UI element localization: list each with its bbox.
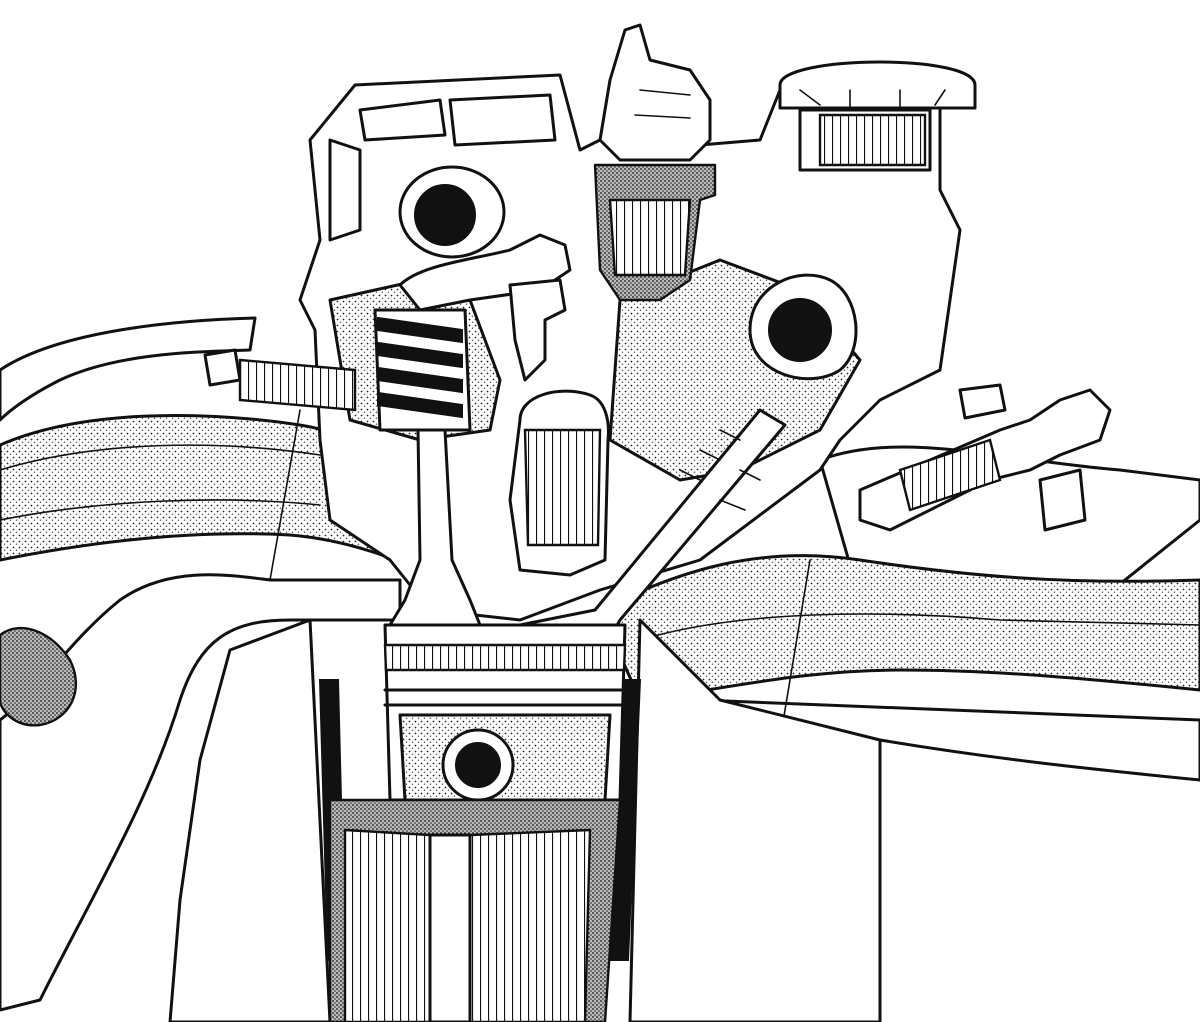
spark-plug <box>508 163 717 577</box>
spark-plug-cap <box>598 23 712 162</box>
camshaft-right <box>748 273 858 381</box>
connecting-rod <box>328 798 622 1022</box>
manifold-stud-left <box>203 348 357 581</box>
valve-spring <box>373 308 472 432</box>
cylinder-wall <box>168 618 882 1022</box>
exhaust-port <box>598 554 1200 702</box>
rocker-arm <box>398 233 572 382</box>
camshaft-left <box>398 165 506 259</box>
fuel-injector <box>858 383 1112 532</box>
oil-filler-cap <box>778 60 977 167</box>
piston <box>383 623 627 802</box>
